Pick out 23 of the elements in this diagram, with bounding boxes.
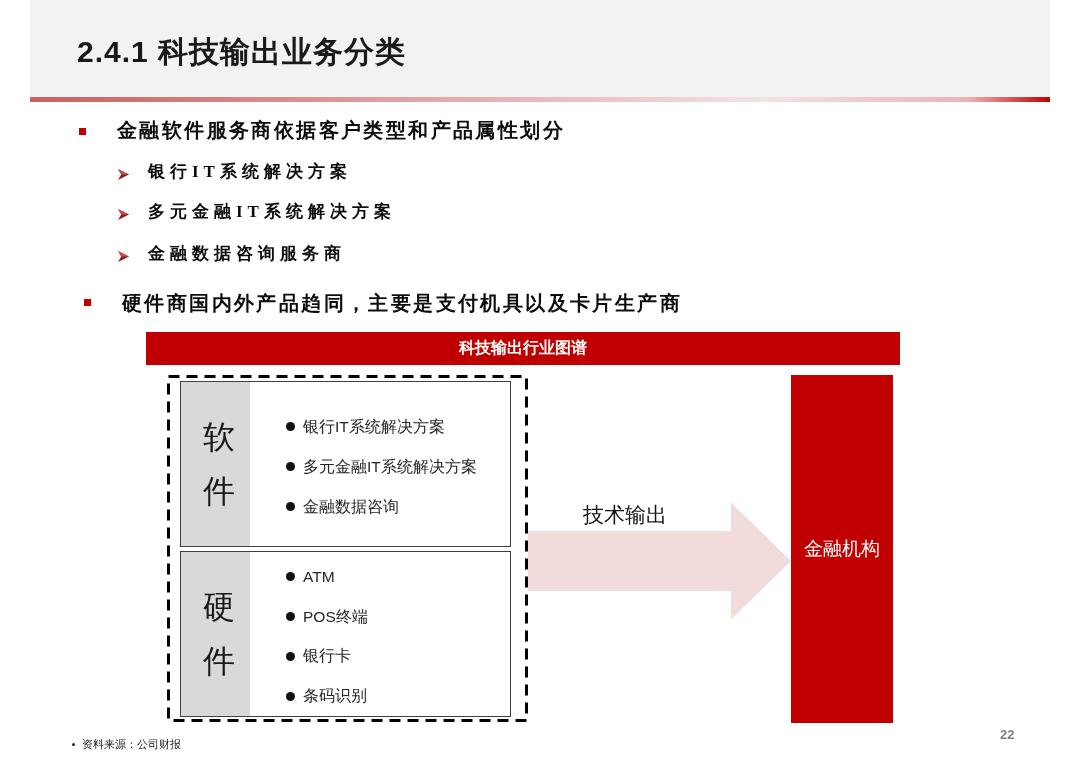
category-heading: 软件 — [181, 382, 250, 546]
slide-title: 2.4.1 科技输出业务分类 — [77, 35, 407, 69]
sub-bullet-text: 银行IT系统解决方案 — [148, 161, 352, 183]
list-item-text: POS终端 — [303, 606, 368, 627]
list-item-text: ATM — [303, 566, 335, 587]
source-note: 资料来源：公司财报 — [82, 737, 181, 751]
category-box — [180, 381, 511, 547]
list-item-text: 银行卡 — [303, 646, 351, 667]
category-box — [180, 551, 511, 717]
bullet-text: 金融软件服务商依据客户类型和产品属性划分 — [117, 118, 565, 142]
target-bar: 金融机构 — [791, 375, 893, 723]
list-item-text: 银行IT系统解决方案 — [303, 416, 445, 437]
sub-bullet-text: 多元金融IT系统解决方案 — [148, 201, 396, 223]
block-arrow — [528, 502, 791, 620]
list-item-text: 多元金融IT系统解决方案 — [303, 456, 477, 477]
page-number: 22 — [1000, 727, 1015, 743]
list-item-text: 条码识别 — [303, 686, 367, 707]
title-banner: 科技输出行业图谱 — [146, 332, 900, 365]
list-item-text: 金融数据咨询 — [303, 496, 399, 517]
category-heading: 硬件 — [181, 552, 250, 716]
edge-label: 技术输出 — [583, 503, 667, 527]
dashed-frame — [167, 375, 528, 722]
sub-bullet-text: 金融数据咨询服务商 — [148, 243, 346, 265]
